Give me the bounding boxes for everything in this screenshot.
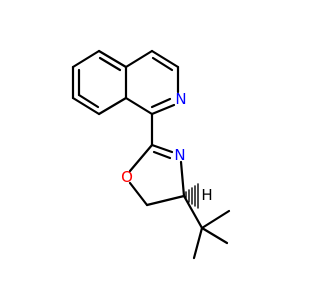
bond bbox=[124, 96, 154, 116]
bond bbox=[97, 96, 128, 116]
double-bond-inner bbox=[98, 56, 122, 72]
bond bbox=[71, 96, 101, 116]
double-bond-inner bbox=[151, 56, 174, 72]
bond bbox=[71, 49, 101, 69]
atom-label-n-isoquinoline: N bbox=[175, 90, 186, 108]
bond bbox=[128, 143, 154, 173]
atom-symbol: N bbox=[174, 146, 185, 164]
bond bbox=[200, 226, 229, 245]
hashed-wedge-bond bbox=[185, 183, 199, 209]
bond bbox=[145, 194, 186, 207]
atom-symbol: H bbox=[201, 186, 212, 204]
atom-symbol: N bbox=[175, 90, 186, 108]
pyridine-ring bbox=[124, 49, 180, 116]
oxazoline-ring bbox=[128, 143, 186, 207]
bond bbox=[128, 181, 149, 207]
tert-butyl-group bbox=[182, 194, 231, 260]
bond bbox=[150, 103, 176, 116]
bond bbox=[150, 49, 180, 69]
double-bond-inner bbox=[150, 97, 172, 109]
bond bbox=[150, 143, 174, 154]
double-bond-inner bbox=[77, 93, 100, 109]
atom-label-n-oxazoline: N bbox=[174, 146, 185, 164]
atom-label-o-oxazoline: O bbox=[121, 168, 133, 186]
bond bbox=[179, 160, 186, 198]
atom-label-h-stereo: H bbox=[201, 186, 212, 204]
bond bbox=[200, 209, 231, 230]
bond bbox=[182, 194, 204, 230]
molecule-structure: N N O H bbox=[71, 49, 231, 260]
double-bond-inner bbox=[152, 150, 172, 160]
atom-symbol: O bbox=[121, 168, 133, 186]
benzo-ring bbox=[71, 49, 128, 116]
bond bbox=[124, 49, 154, 69]
bond bbox=[97, 49, 128, 69]
bond bbox=[192, 226, 204, 260]
